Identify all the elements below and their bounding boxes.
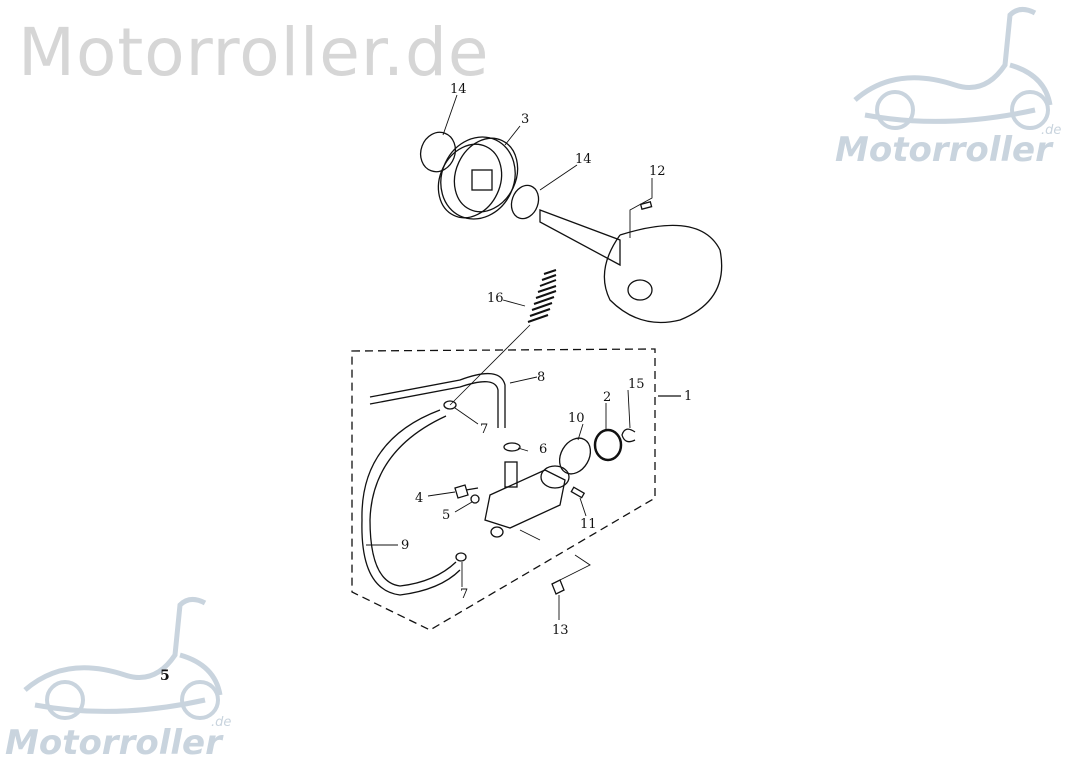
clip-upper	[443, 400, 457, 410]
assembly-outline	[351, 348, 656, 631]
dowel-pin	[570, 486, 586, 499]
watermark-logo-bottom-left: Motorroller .de	[5, 595, 245, 765]
callout-2: 2	[603, 390, 611, 405]
pin	[639, 200, 653, 210]
callout-4: 4	[415, 491, 423, 506]
callout-15: 15	[628, 377, 645, 392]
callout-7-upper: 7	[480, 422, 488, 437]
oil-pump-body	[484, 461, 570, 538]
clip-mid	[503, 442, 521, 452]
callout-11: 11	[580, 517, 597, 532]
callout-1: 1	[684, 389, 692, 404]
logo-text: Motorroller	[835, 130, 1052, 170]
circlip-mid	[510, 184, 540, 220]
spring	[527, 269, 557, 323]
callout-14-mid: 14	[575, 152, 592, 167]
logo-suffix: .de	[211, 715, 232, 730]
scooter-logo-icon	[853, 7, 1053, 130]
logo-text: Motorroller	[5, 723, 222, 763]
callout-8: 8	[537, 370, 545, 385]
callout-14-top: 14	[450, 82, 467, 97]
callout-9: 9	[401, 538, 409, 553]
washer	[470, 494, 480, 504]
screw	[551, 579, 565, 595]
lower-hose	[361, 409, 461, 596]
watermark-logo-top-right: Motorroller .de	[835, 5, 1075, 170]
callout-7-lower: 7	[460, 587, 468, 602]
bolt	[454, 484, 479, 499]
callout-5: 5	[442, 508, 450, 523]
upper-hose	[369, 373, 506, 428]
callout-16: 16	[487, 291, 504, 306]
crankshaft	[539, 209, 723, 324]
clip-lower	[455, 552, 467, 562]
pulley	[437, 136, 519, 220]
drive-gear	[593, 428, 623, 462]
logo-suffix: .de	[1041, 123, 1062, 138]
o-ring	[558, 437, 592, 475]
e-clip	[621, 428, 636, 443]
callout-6: 6	[539, 442, 547, 457]
scooter-logo-icon	[23, 597, 223, 720]
page-number: 5	[160, 668, 170, 684]
watermark-title: Motorroller.de	[18, 14, 490, 91]
callout-12: 12	[649, 164, 666, 179]
callout-10: 10	[568, 411, 585, 426]
callout-3: 3	[521, 112, 529, 127]
callout-13: 13	[552, 623, 569, 638]
circlip-top	[419, 131, 457, 173]
